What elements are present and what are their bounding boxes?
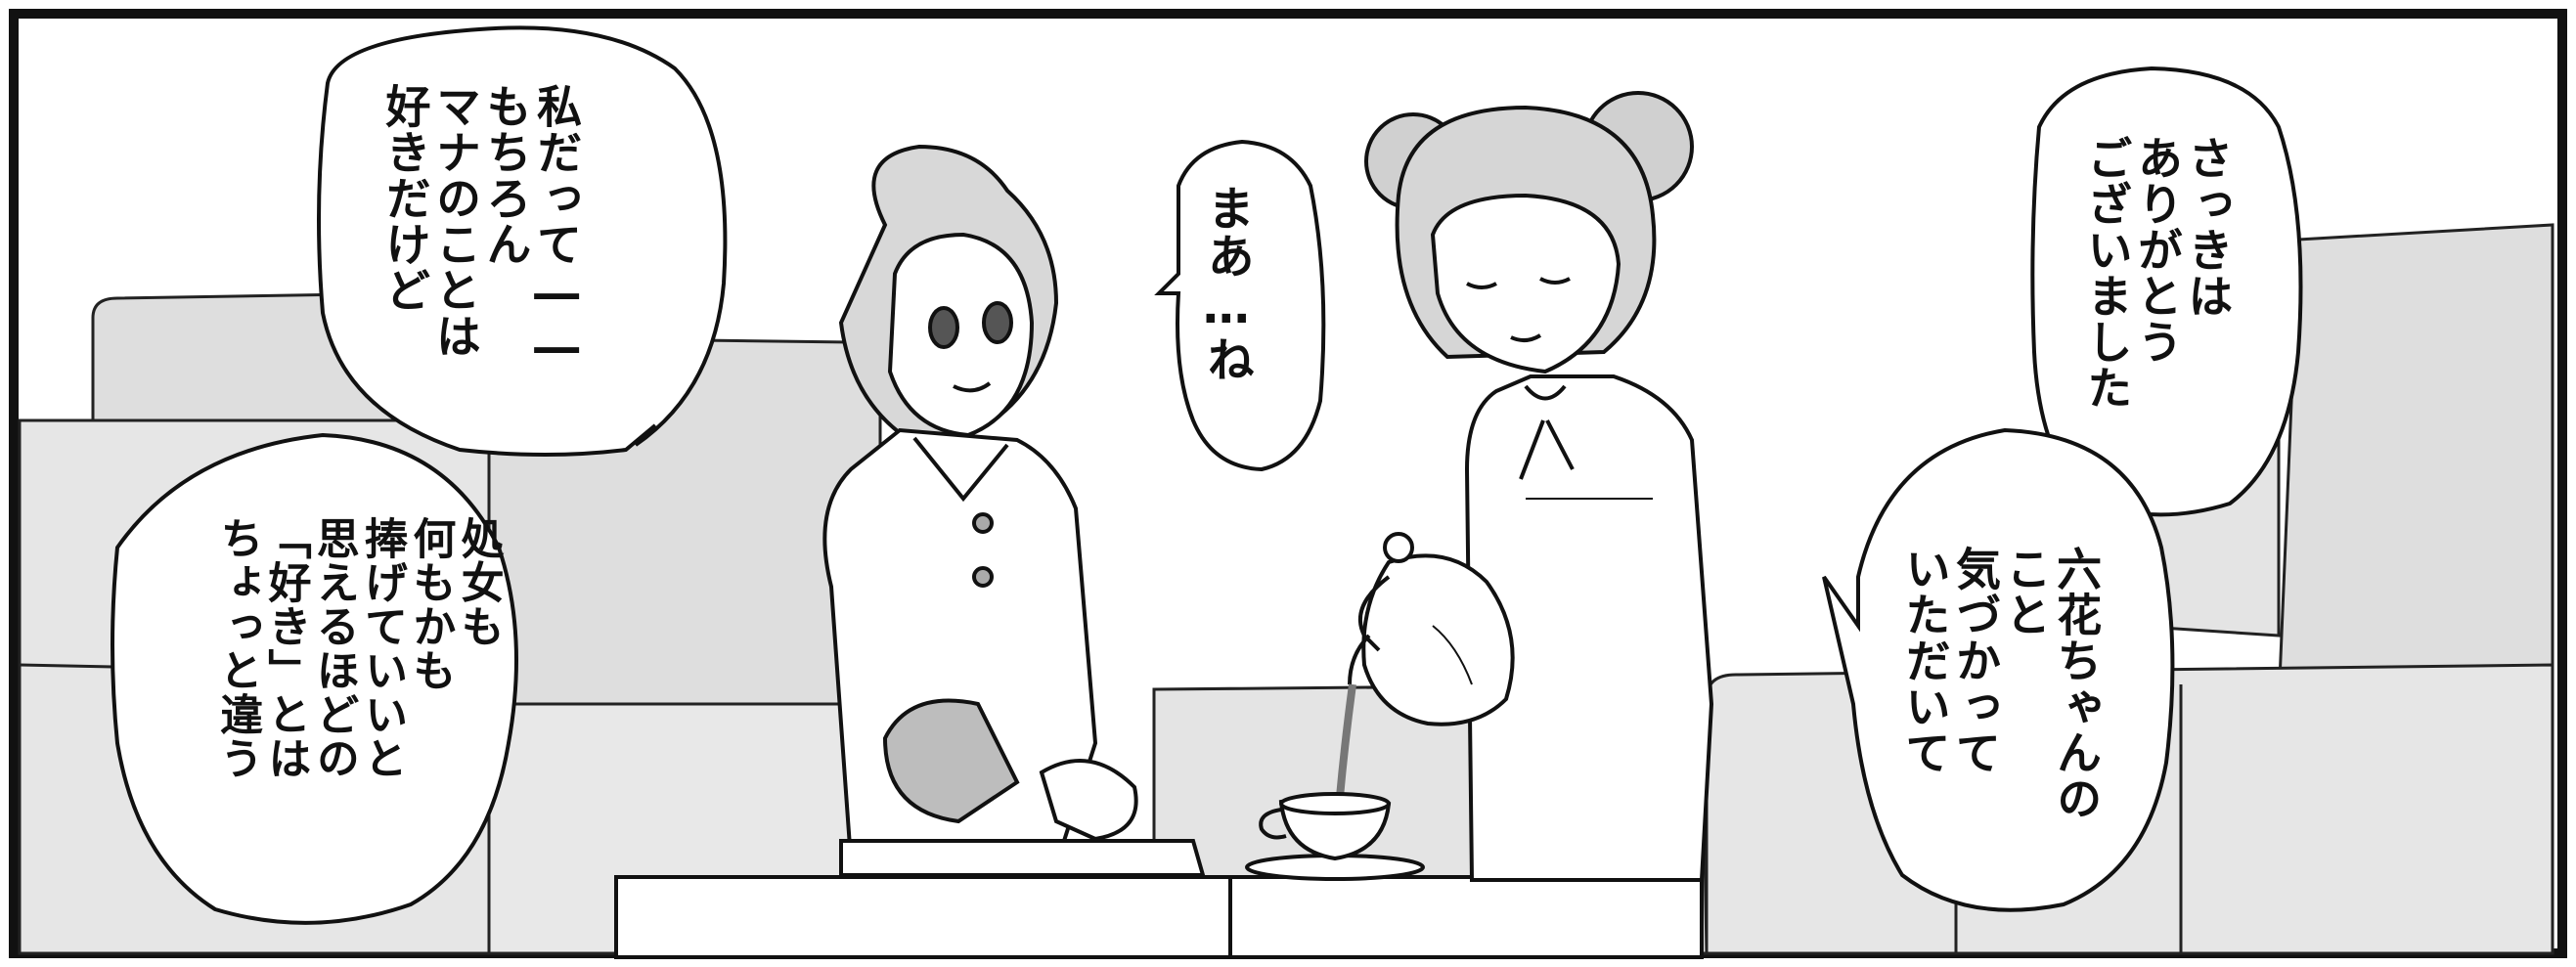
bubble-5 [1822,427,2175,912]
teacup-icon [1245,792,1425,881]
bubble-1-text: 私だって―― もちろん マナのことは 好きだけど [378,83,584,374]
bubble-3 [1154,139,1326,472]
speech-bubbles [111,25,2303,925]
bubble-3-text: まあ…ね [1198,184,1254,383]
bubble-4 [2030,66,2303,517]
bubble-2-text: 処女も 何もかも 捧げていいと 思えるほどの 「好き」とは ちょっと違う [212,516,504,780]
bubble-2 [111,432,518,925]
coffee-table [614,875,1704,959]
seated-character [822,144,1206,877]
teapot-icon [1348,532,1515,726]
bubble-4-text: さっきは ありがとう ございました [2080,135,2235,411]
bubble-1 [317,25,728,457]
tea-stream [1336,683,1356,798]
standing-character [1364,91,1714,882]
bubble-5-text: 六花ちゃんの こと 気づかって いただいて [1898,546,2104,821]
